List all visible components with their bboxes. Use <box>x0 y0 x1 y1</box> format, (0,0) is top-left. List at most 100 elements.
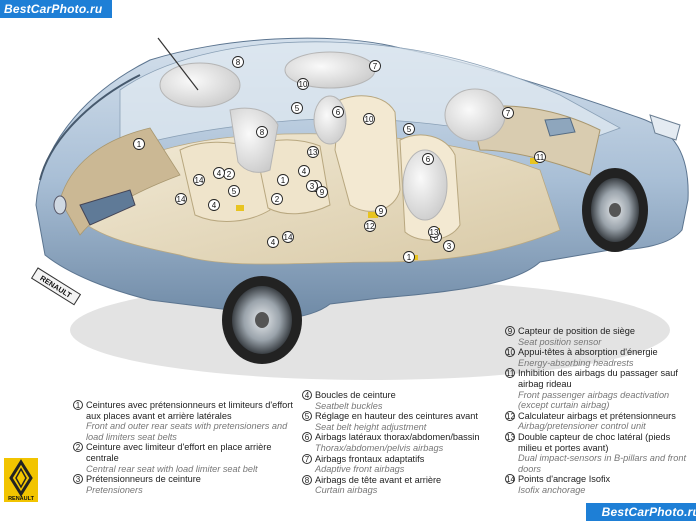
callout-number: 7 <box>373 62 378 71</box>
callout-number: 10 <box>299 80 308 89</box>
callout-marker: 2 <box>223 168 235 180</box>
legend-number: 6 <box>302 432 312 443</box>
callout-number: 14 <box>284 233 293 242</box>
callout-marker: 12 <box>364 220 376 232</box>
callout-circle <box>364 220 376 232</box>
legend-en: Airbag/pretensioner control unit <box>518 421 646 432</box>
callout-circle <box>422 153 434 165</box>
callout-number: 11 <box>536 153 545 162</box>
callout-number: 13 <box>309 148 318 157</box>
legend-en: Energy-absorbing headrests <box>518 357 634 368</box>
legend-en: Curtain airbags <box>315 485 378 496</box>
legend-number: 14 <box>505 474 515 485</box>
front-wheel <box>582 168 648 252</box>
legend-number: 13 <box>505 431 515 442</box>
legend-number: 8 <box>302 474 312 485</box>
callout-marker: 7 <box>502 107 514 119</box>
callout-marker: 14 <box>282 231 294 243</box>
callout-marker: 13 <box>307 146 319 158</box>
callout-number: 5 <box>295 104 300 113</box>
watermark-bottom: BestCarPhoto.ru <box>586 503 696 521</box>
legend-item-1: 1 Ceintures avec prétensionneurs et limi… <box>73 400 295 442</box>
legend-item-12: 12 Calculateur airbags et prétensionneur… <box>505 410 693 432</box>
callout-circle <box>428 226 440 238</box>
legend-number: 1 <box>73 400 83 410</box>
headlight <box>649 114 681 141</box>
callout-number: 10 <box>365 115 374 124</box>
sensor-marker <box>368 212 378 218</box>
callout-circle <box>332 106 344 118</box>
legend-en: Adaptive front airbags <box>315 464 405 475</box>
legend-en: Central rear seat with load limiter seat… <box>86 463 258 474</box>
callout-circle <box>282 231 294 243</box>
sensor-marker <box>530 158 538 164</box>
callout-marker: 5 <box>291 102 303 114</box>
callout-marker: 11 <box>534 151 546 163</box>
callout-number: 3 <box>447 242 452 251</box>
callout-number: 4 <box>271 238 276 247</box>
legend-en: Dual impact-sensors in B-pillars and fro… <box>518 453 686 474</box>
sensor-marker <box>236 205 244 211</box>
callout-group: 1111223334444555667788991010111213131414… <box>133 56 546 263</box>
front-seat-driver <box>334 95 401 212</box>
callout-circle <box>291 102 303 114</box>
logo-text: RENAULT <box>8 496 35 502</box>
side-mirror <box>544 117 576 137</box>
callout-number: 2 <box>275 195 280 204</box>
callout-number: 4 <box>302 167 307 176</box>
legend-en: Thorax/abdomen/pelvis airbags <box>315 442 444 453</box>
callout-marker: 3 <box>306 180 318 192</box>
legend-en: Front and outer rear seats with pretensi… <box>86 421 288 442</box>
callout-marker: 8 <box>232 56 244 68</box>
legend-number: 4 <box>302 390 312 400</box>
callout-circle <box>403 251 415 263</box>
callout-circle <box>298 165 310 177</box>
callout-circle <box>502 107 514 119</box>
callout-marker: 9 <box>316 186 328 198</box>
callout-number: 14 <box>195 176 204 185</box>
legend-fr: Ceinture avec limiteur d'effort en place… <box>86 442 272 463</box>
callout-marker: 5 <box>228 185 240 197</box>
callout-circle <box>256 126 268 138</box>
legend-item-11: 11 Inhibition des airbags du passager sa… <box>505 368 693 410</box>
side-airbag-driver <box>313 95 347 145</box>
callout-number: 9 <box>320 188 325 197</box>
callout-marker: 14 <box>175 193 187 205</box>
callout-circle <box>232 56 244 68</box>
legend-number: 5 <box>302 411 312 422</box>
callout-circle <box>375 205 387 217</box>
callout-circle <box>316 186 328 198</box>
callout-marker: 1 <box>403 251 415 263</box>
callout-circle <box>363 113 375 125</box>
legend-number: 11 <box>505 368 515 379</box>
callout-marker: 6 <box>332 106 344 118</box>
legend-en: Pretensioners <box>86 484 143 495</box>
legend-en: Seat position sensor <box>518 336 602 347</box>
callout-marker: 14 <box>193 174 205 186</box>
callout-number: 6 <box>426 155 431 164</box>
callout-number: 1 <box>137 140 142 149</box>
callout-circle <box>271 193 283 205</box>
rear-wheel <box>222 276 302 364</box>
callout-number: 3 <box>310 182 315 191</box>
legend-column-1: 1 Ceintures avec prétensionneurs et limi… <box>73 400 295 495</box>
callout-number: 7 <box>506 109 511 118</box>
legend-fr: Réglage en hauteur des ceintures avant <box>315 411 478 422</box>
rear-window-trim <box>39 74 141 181</box>
legend-number: 10 <box>505 347 515 358</box>
callout-marker: 6 <box>422 153 434 165</box>
callout-circle <box>267 236 279 248</box>
legend-fr: Ceintures avec prétensionneurs et limite… <box>86 400 293 421</box>
callout-circle <box>175 193 187 205</box>
legend-fr: Boucles de ceinture <box>315 390 396 400</box>
callout-number: 1 <box>407 253 412 262</box>
callout-circle <box>443 240 455 252</box>
callout-marker: 4 <box>213 167 225 179</box>
